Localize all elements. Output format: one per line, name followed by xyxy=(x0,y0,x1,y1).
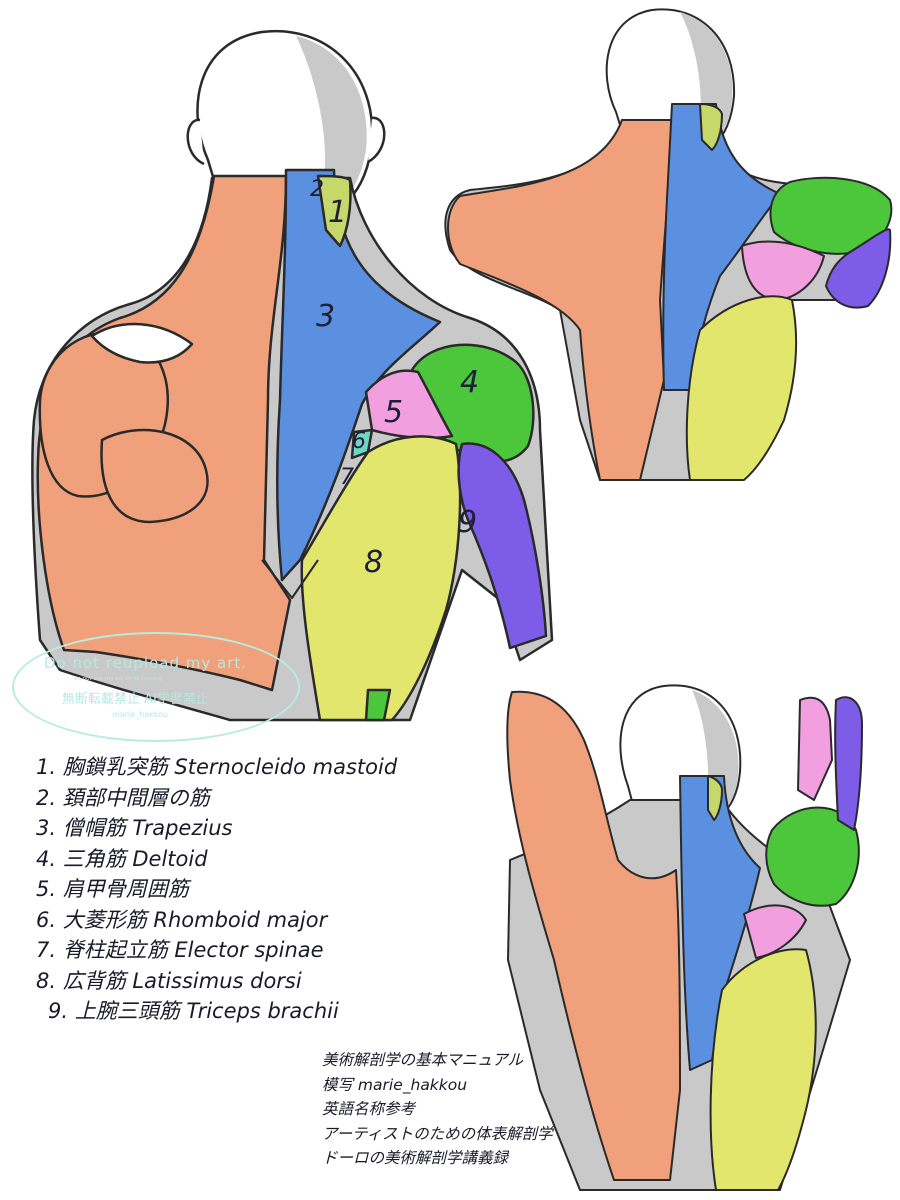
legend-item: 4. 三角筋 Deltoid xyxy=(36,844,506,875)
legend-item: 3. 僧帽筋 Trapezius xyxy=(36,813,506,844)
scapular-3 xyxy=(798,698,832,800)
legend-item: 2. 頚部中間層の筋 xyxy=(36,783,506,814)
legend-item: 5. 肩甲骨周囲筋 xyxy=(36,874,506,905)
label-9: 9 xyxy=(458,505,477,540)
label-4: 4 xyxy=(460,365,479,400)
reference-credits: 美術解剖学の基本マニュアル 模写 marie_hakkou 英語名称参考 アーテ… xyxy=(322,1048,622,1171)
triceps-3 xyxy=(835,697,862,830)
label-8: 8 xyxy=(364,545,383,580)
watermark-line-3: 無断転載禁止 AI学習禁止 xyxy=(62,688,209,707)
label-2: 2 xyxy=(310,177,324,202)
watermark-line-4: marie_hakkou xyxy=(112,710,168,719)
credit-line: 模写 marie_hakkou xyxy=(322,1073,622,1098)
legend-item: 8. 広背筋 Latissimus dorsi xyxy=(36,966,506,997)
legend-item: 1. 胸鎖乳突筋 Sternocleido mastoid xyxy=(36,752,506,783)
credit-line: ドーロの美術解剖学講義録 xyxy=(322,1146,622,1171)
legend-item: 7. 脊柱起立筋 Elector spinae xyxy=(36,935,506,966)
label-6: 6 xyxy=(352,429,366,454)
label-5: 5 xyxy=(384,395,403,430)
muscle-legend: 1. 胸鎖乳突筋 Sternocleido mastoid 2. 頚部中間層の筋… xyxy=(36,752,506,1027)
legend-item: 9. 上腕三頭筋 Triceps brachii xyxy=(36,996,506,1027)
credit-line: 美術解剖学の基本マニュアル xyxy=(322,1048,622,1073)
credit-line: アーティストのための体表解剖学 xyxy=(322,1122,622,1147)
watermark: Do not reupload my art. do not use my ar… xyxy=(12,632,300,742)
watermark-line-1: Do not reupload my art. xyxy=(44,654,247,672)
credit-line: 英語名称参考 xyxy=(322,1097,622,1122)
watermark-line-2: do not use my art for AI training xyxy=(74,676,163,682)
latissimus-3 xyxy=(711,949,816,1190)
label-1: 1 xyxy=(328,195,347,230)
label-3: 3 xyxy=(316,299,335,334)
label-7: 7 xyxy=(340,465,354,490)
legend-item: 6. 大菱形筋 Rhomboid major xyxy=(36,905,506,936)
